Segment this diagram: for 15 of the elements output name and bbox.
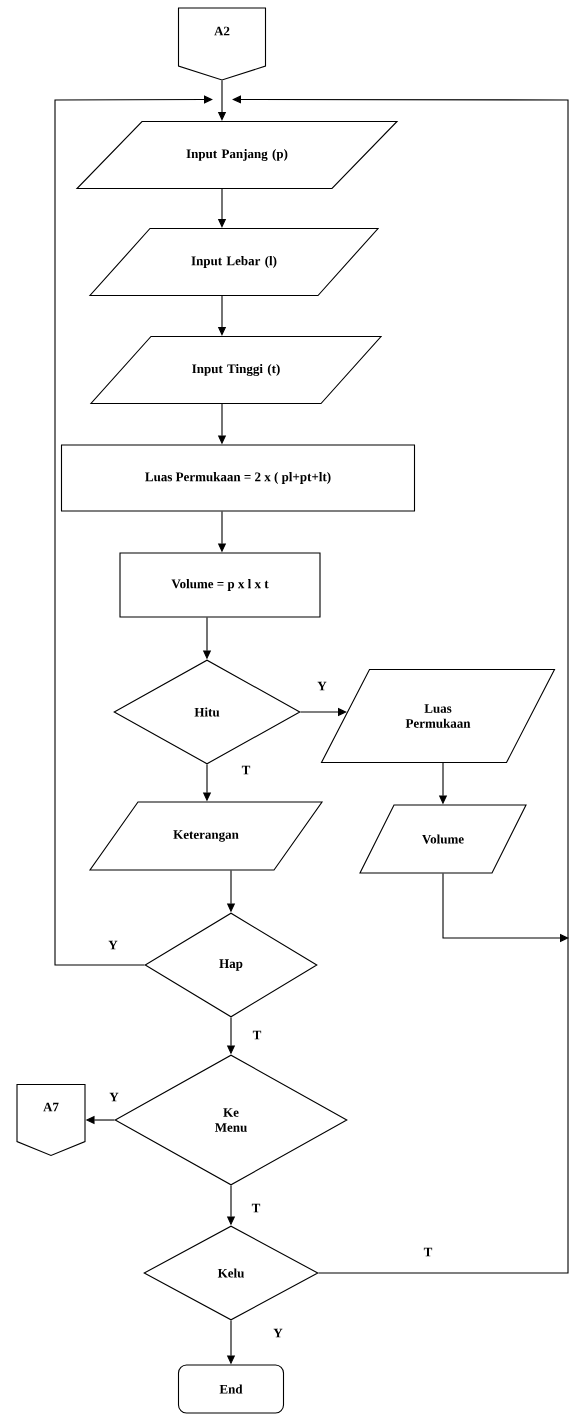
edge-label: Y	[273, 1328, 283, 1338]
off-page-connector: A2	[177, 7, 267, 81]
edge-label: Y	[108, 940, 118, 950]
process-box: Luas Permukaan = 2 x ( pl+pt+lt)	[60, 444, 416, 512]
edge-label: Y	[317, 681, 327, 691]
terminator-box: End	[177, 1364, 285, 1414]
off-page-connector: A7	[16, 1083, 86, 1157]
edge-label: T	[251, 1203, 261, 1213]
edge-label: T	[252, 1030, 262, 1040]
arrow	[54, 95, 213, 966]
arrow	[232, 95, 569, 1274]
edge-label: T	[423, 1247, 433, 1257]
process-box: Volume = p x l x t	[119, 552, 321, 618]
io-parallelogram: Volume	[359, 804, 527, 874]
edge-label: T	[241, 765, 251, 775]
